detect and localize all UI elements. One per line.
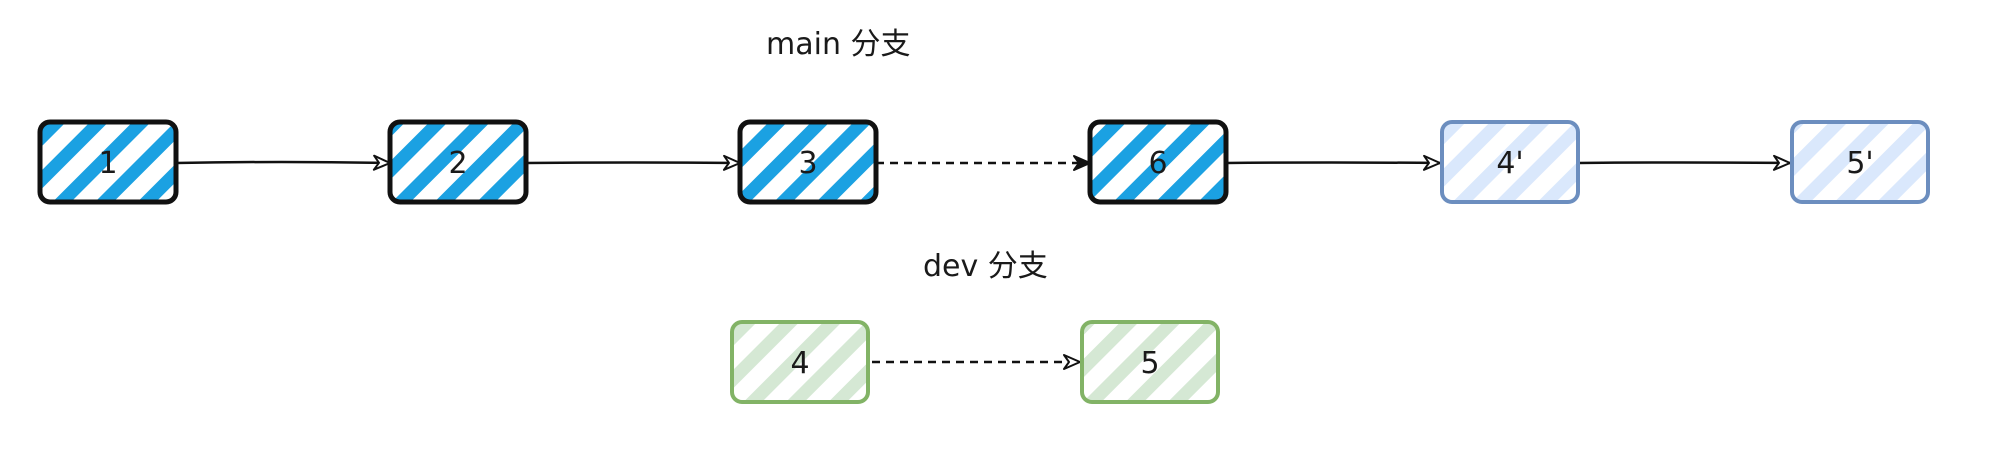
edge-4prime-to-5prime xyxy=(1577,154,1791,171)
commit-node-6: 6 xyxy=(1087,119,1229,205)
commit-node-5: 5 xyxy=(1080,320,1220,404)
dev-branch-label: dev 分支 xyxy=(923,249,1048,284)
edge-2-to-3 xyxy=(525,154,741,171)
commit-node-3-label: 3 xyxy=(798,146,817,181)
commit-node-3: 3 xyxy=(737,119,879,205)
commit-node-1: 1 xyxy=(37,119,179,205)
commit-node-6-label: 6 xyxy=(1148,146,1167,181)
commit-node-4-prime-label: 4' xyxy=(1496,146,1523,181)
commit-node-4-label: 4 xyxy=(790,346,809,381)
commit-node-4-prime: 4' xyxy=(1440,120,1580,204)
main-branch-label: main 分支 xyxy=(766,27,911,62)
commit-node-5-label: 5 xyxy=(1140,346,1159,381)
commit-node-2-label: 2 xyxy=(448,146,467,181)
commit-node-5-prime-label: 5' xyxy=(1846,146,1873,181)
commit-node-2: 2 xyxy=(387,119,529,205)
commit-node-1-label: 1 xyxy=(98,146,117,181)
commit-node-4: 4 xyxy=(730,320,870,404)
commit-node-5-prime: 5' xyxy=(1790,120,1930,204)
edge-6-to-4prime xyxy=(1225,154,1441,171)
edge-1-to-2 xyxy=(175,154,391,171)
